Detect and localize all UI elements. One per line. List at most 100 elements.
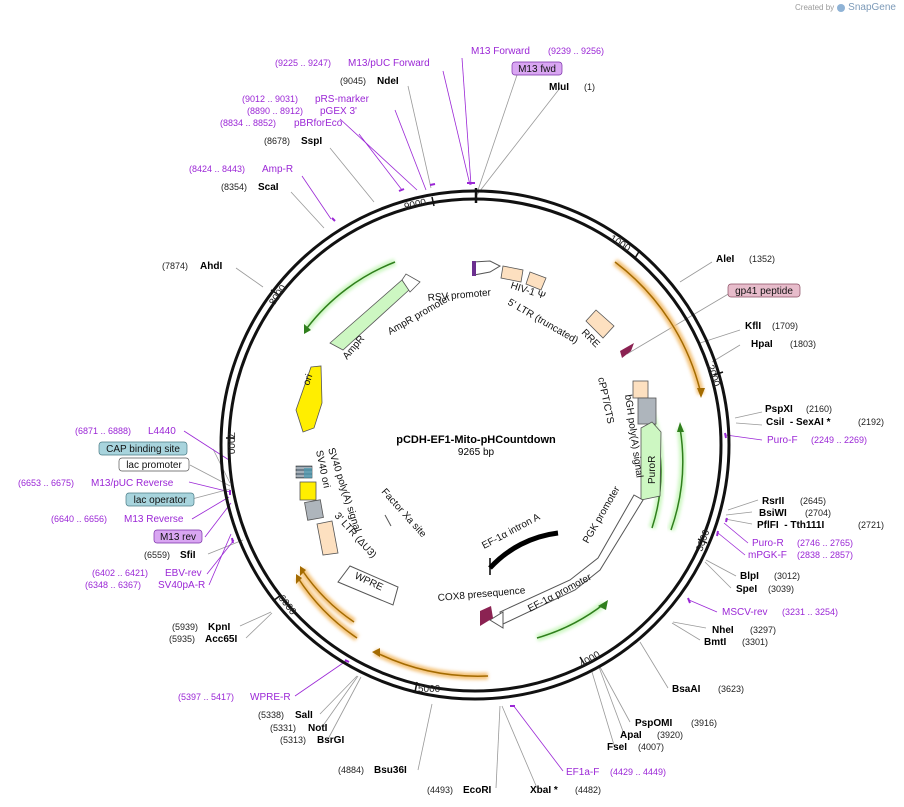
lac-promoter-tag: lac promoter	[126, 460, 182, 471]
primer-wpre-r-pos: (5397 .. 5417)	[178, 692, 234, 702]
site-csii-sexai: CsiI - SexAI *	[766, 417, 831, 428]
snapgene-logo-icon	[837, 3, 846, 12]
tick-label-2000: 2000	[704, 364, 721, 389]
site-alei: AleI	[716, 254, 735, 265]
site-ahdi-pos: (7874)	[162, 261, 188, 271]
primer-prs-marker-pos: (9012 .. 9031)	[242, 94, 298, 104]
site-bsiwi-pos: (2704)	[805, 508, 831, 518]
restriction-sites: MluI (1) AleI (1352) KflI (1709) HpaI (1…	[144, 76, 884, 796]
site-pflfi-tth111i: PflFI - Tth111I	[757, 520, 824, 531]
site-mlui: MluI	[549, 82, 569, 93]
site-pspomi-pos: (3916)	[691, 718, 717, 728]
tags: M13 fwd gp41 peptide CAP binding site la…	[98, 61, 801, 544]
primer-m13-forward-pos: (9239 .. 9256)	[548, 46, 604, 56]
site-bsaai-pos: (3623)	[718, 684, 744, 694]
site-fsei-pos: (4007)	[638, 742, 664, 752]
primer-l4440-pos: (6871 .. 6888)	[75, 426, 131, 436]
site-kfli-pos: (1709)	[772, 321, 798, 331]
cox8-label: COX8 presequence	[437, 585, 526, 604]
site-bsrgi: BsrGI	[317, 735, 344, 746]
site-blpi-pos: (3012)	[774, 571, 800, 581]
site-bsu36i: Bsu36I	[374, 765, 407, 776]
site-pspomi: PspOMI	[635, 718, 672, 729]
tick-marks	[226, 196, 724, 693]
primer-puro-f: Puro-F	[767, 435, 798, 446]
primer-pbrforeco-pos: (8834 .. 8852)	[220, 118, 276, 128]
primer-wpre-r: WPRE-R	[250, 692, 291, 703]
site-xbai-pos: (4482)	[575, 785, 601, 795]
site-alei-pos: (1352)	[749, 254, 775, 264]
site-scai-pos: (8354)	[221, 182, 247, 192]
site-pspxi-pos: (2160)	[806, 404, 832, 414]
site-ahdi: AhdI	[200, 261, 222, 272]
site-bsu36i-pos: (4884)	[338, 765, 364, 775]
primer-m13puc-forward: M13/pUC Forward	[348, 58, 430, 69]
primer-mscv-rev: MSCV-rev	[722, 607, 768, 618]
primer-m13-reverse-pos: (6640 .. 6656)	[51, 514, 107, 524]
site-csii-sexai-pos: (2192)	[858, 417, 884, 427]
primer-ampr: Amp-R	[262, 164, 293, 175]
primer-marks	[229, 182, 728, 707]
plasmid-length: 9265 bp	[458, 447, 495, 458]
primer-m13puc-reverse: M13/pUC Reverse	[91, 478, 174, 489]
site-nhei-pos: (3297)	[750, 625, 776, 635]
primer-pbrforeco: pBRforEco	[294, 118, 343, 129]
site-bsaai: BsaAI	[672, 684, 701, 695]
plasmid-name: pCDH-EF1-Mito-pHCountdown	[396, 434, 556, 446]
site-ndei-pos: (9045)	[340, 76, 366, 86]
orf-arcs	[295, 258, 705, 680]
primer-ebv-rev-pos: (6402 .. 6421)	[92, 568, 148, 578]
site-nhei: NheI	[712, 625, 734, 636]
tick-label-9000: 9000	[403, 197, 428, 213]
m13-fwd-tag: M13 fwd	[518, 64, 556, 75]
ef1a-intron-label: EF-1α intron A	[480, 512, 542, 552]
primer-m13puc-reverse-pos: (6653 .. 6675)	[18, 478, 74, 488]
site-ecori-pos: (4493)	[427, 785, 453, 795]
site-xbai: XbaI *	[530, 785, 558, 796]
site-kpni: KpnI	[208, 622, 230, 633]
site-blpi: BlpI	[740, 571, 759, 582]
snapgene-brand: Created by SnapGene	[795, 2, 896, 13]
primer-sv40pa-r: SV40pA-R	[158, 580, 205, 591]
site-fsei: FseI	[607, 742, 627, 753]
site-bsiwi: BsiWI	[759, 508, 787, 519]
site-scai: ScaI	[258, 182, 279, 193]
feature-shapes	[294, 260, 662, 629]
site-pflfi-tth111i-pos: (2721)	[858, 520, 884, 530]
primer-puro-f-pos: (2249 .. 2269)	[811, 435, 867, 445]
primer-ebv-rev: EBV-rev	[165, 568, 202, 579]
ef1a-promoter-label: EF-1α promoter	[526, 572, 594, 615]
site-apai-pos: (3920)	[657, 730, 683, 740]
created-by-text: Created by	[795, 3, 835, 12]
tick-label-5000: 5000	[418, 684, 441, 695]
tick-label-7000: 7000	[225, 432, 236, 455]
primer-ampr-pos: (8424 .. 8443)	[189, 164, 245, 174]
primers: M13 Forward (9239 .. 9256) (9225 .. 9247…	[18, 46, 867, 778]
site-rsrii-pos: (2645)	[800, 496, 826, 506]
primer-m13-reverse: M13 Reverse	[124, 514, 184, 525]
primer-mpgk-f: mPGK-F	[748, 550, 787, 561]
primer-pgex3-pos: (8890 .. 8912)	[247, 106, 303, 116]
ltr5-label: 5' LTR (truncated)	[506, 297, 580, 346]
primer-mpgk-f-pos: (2838 .. 2857)	[797, 550, 853, 560]
site-mlui-pos: (1)	[584, 82, 595, 92]
snapgene-name: SnapGene	[848, 2, 896, 13]
site-noti: NotI	[308, 723, 328, 734]
site-rsrii: RsrII	[762, 496, 784, 507]
ori-label: ori	[301, 373, 315, 387]
primer-l4440: L4440	[148, 426, 176, 437]
site-sfii: SfiI	[180, 550, 196, 561]
site-ecori: EcoRI	[463, 785, 492, 796]
primer-m13puc-forward-pos: (9225 .. 9247)	[275, 58, 331, 68]
puror-label: PuroR	[647, 456, 658, 484]
primer-ef1a-f: EF1a-F	[566, 767, 599, 778]
site-bmti: BmtI	[704, 637, 726, 648]
site-spei-pos: (3039)	[768, 584, 794, 594]
gp41-peptide-tag: gp41 peptide	[735, 286, 793, 297]
site-hpai: HpaI	[751, 339, 773, 350]
factor-xa-label: Factor Xa site	[379, 487, 429, 541]
site-sali-pos: (5338)	[258, 710, 284, 720]
site-apai: ApaI	[620, 730, 642, 741]
lac-operator-tag: lac operator	[134, 495, 187, 506]
